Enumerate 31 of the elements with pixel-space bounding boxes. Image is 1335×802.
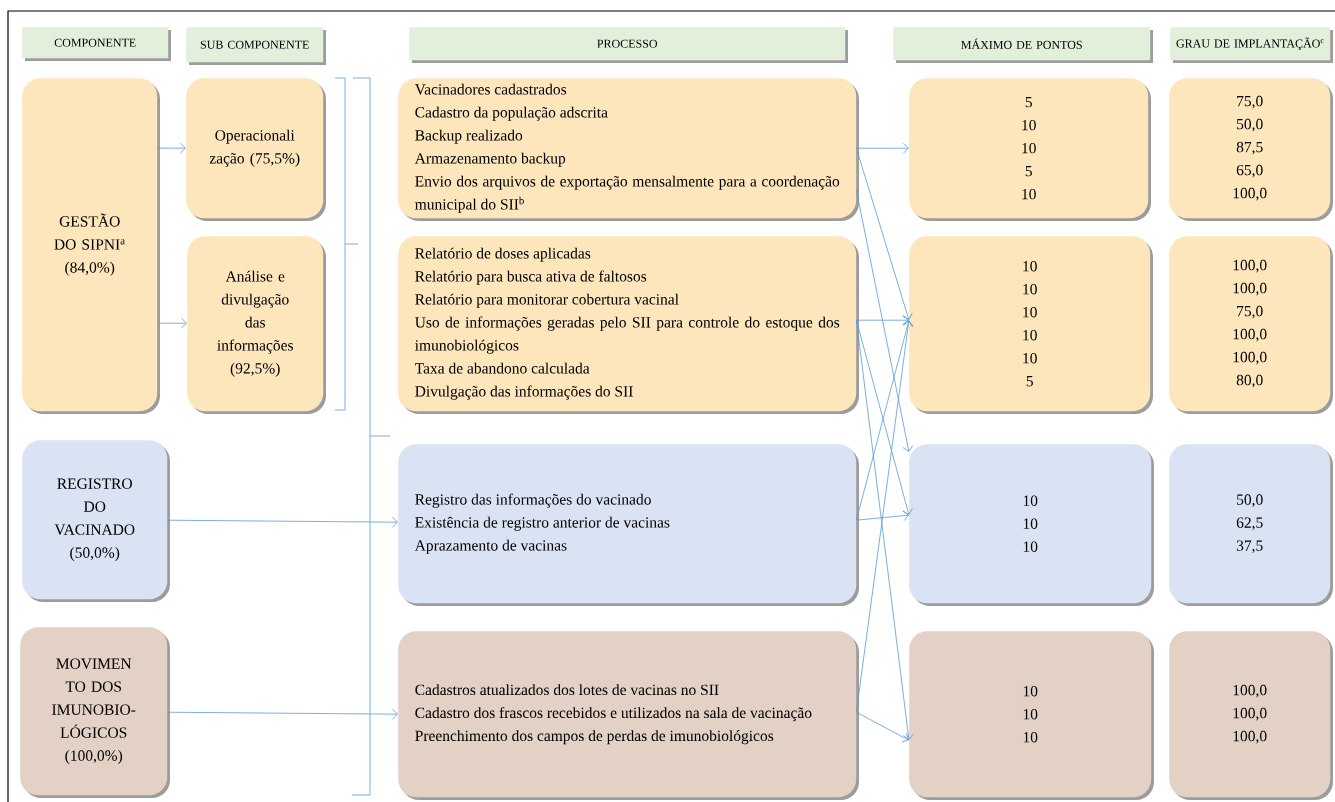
arrow bbox=[167, 708, 398, 720]
percentage-box: 75,0 50,0 87,5 65,0 100,0 bbox=[1169, 78, 1333, 221]
score-box: 10 10 10 10 10 5 bbox=[909, 236, 1153, 414]
column-header: SUB COMPONENTE bbox=[186, 27, 326, 65]
arrow bbox=[856, 711, 909, 743]
process-box: Vacinadores cadastrados Cadastro da população adscrita Backup realizado Armazenamento backup Envio dos arquivos de exportação mensalmente para a coordenação municipal do SII$^{b}$ bbox=[398, 78, 859, 221]
arrow bbox=[167, 516, 398, 528]
arrow bbox=[856, 147, 913, 321]
percentage-box: 100,0 100,0 75,0 100,0 100,0 80,0 bbox=[1169, 236, 1333, 414]
column-header: MÁXIMO DE PONTOS bbox=[893, 27, 1153, 63]
arrow bbox=[856, 142, 909, 154]
process-box: Relatório de doses aplicadas Relatório para busca ativa de faltosos Relatório para monitorar cobertura vacinal Uso de informações geradas pelo SII para controle do estoque dos imunobiológicos Taxa de abandono calculada Divulgação das informações do SII bbox=[398, 236, 859, 414]
column-header: GRAU DE IMPLANTAÇÃO$^{c}$ bbox=[1170, 27, 1333, 63]
column-header: PROCESSO bbox=[409, 27, 848, 63]
arrow bbox=[856, 189, 914, 452]
percentage-box: 50,0 62,5 37,5 bbox=[1169, 444, 1333, 606]
arrow bbox=[157, 317, 187, 329]
component-box: GESTÃO DO SIPNI$^{a}$ (84,0%) bbox=[22, 78, 160, 414]
process-box: Cadastros atualizados dos lotes de vacinas no SII Cadastro dos frascos recebidos e utilizados na sala de vacinação Preenchimento dos campos de perdas de imunobiológicos bbox=[398, 631, 859, 800]
subcomponent-box: Análise e divulgação das informações (92,5%) bbox=[187, 236, 326, 414]
process-box: Registro das informações do vacinado Existência de registro anterior de vacinas Aprazamento de vacinas bbox=[398, 444, 859, 606]
component-box: REGISTRO DO VACINADO (50,0%) bbox=[22, 440, 170, 602]
score-box: 10 10 10 bbox=[909, 444, 1154, 606]
subcomponent-box: Operacionali zação (75,5%) bbox=[186, 78, 326, 221]
component-box: MOVIMEN TO DOS IMUNOBIO- LÓGICOS (100,0%) bbox=[20, 627, 170, 798]
arrow bbox=[157, 142, 186, 154]
column-header: COMPONENTE bbox=[22, 27, 171, 61]
score-box: 10 10 10 bbox=[909, 631, 1154, 800]
percentage-box: 100,0 100,0 100,0 bbox=[1169, 631, 1333, 800]
arrow bbox=[856, 510, 909, 522]
score-box: 5 10 10 5 10 bbox=[909, 78, 1151, 221]
